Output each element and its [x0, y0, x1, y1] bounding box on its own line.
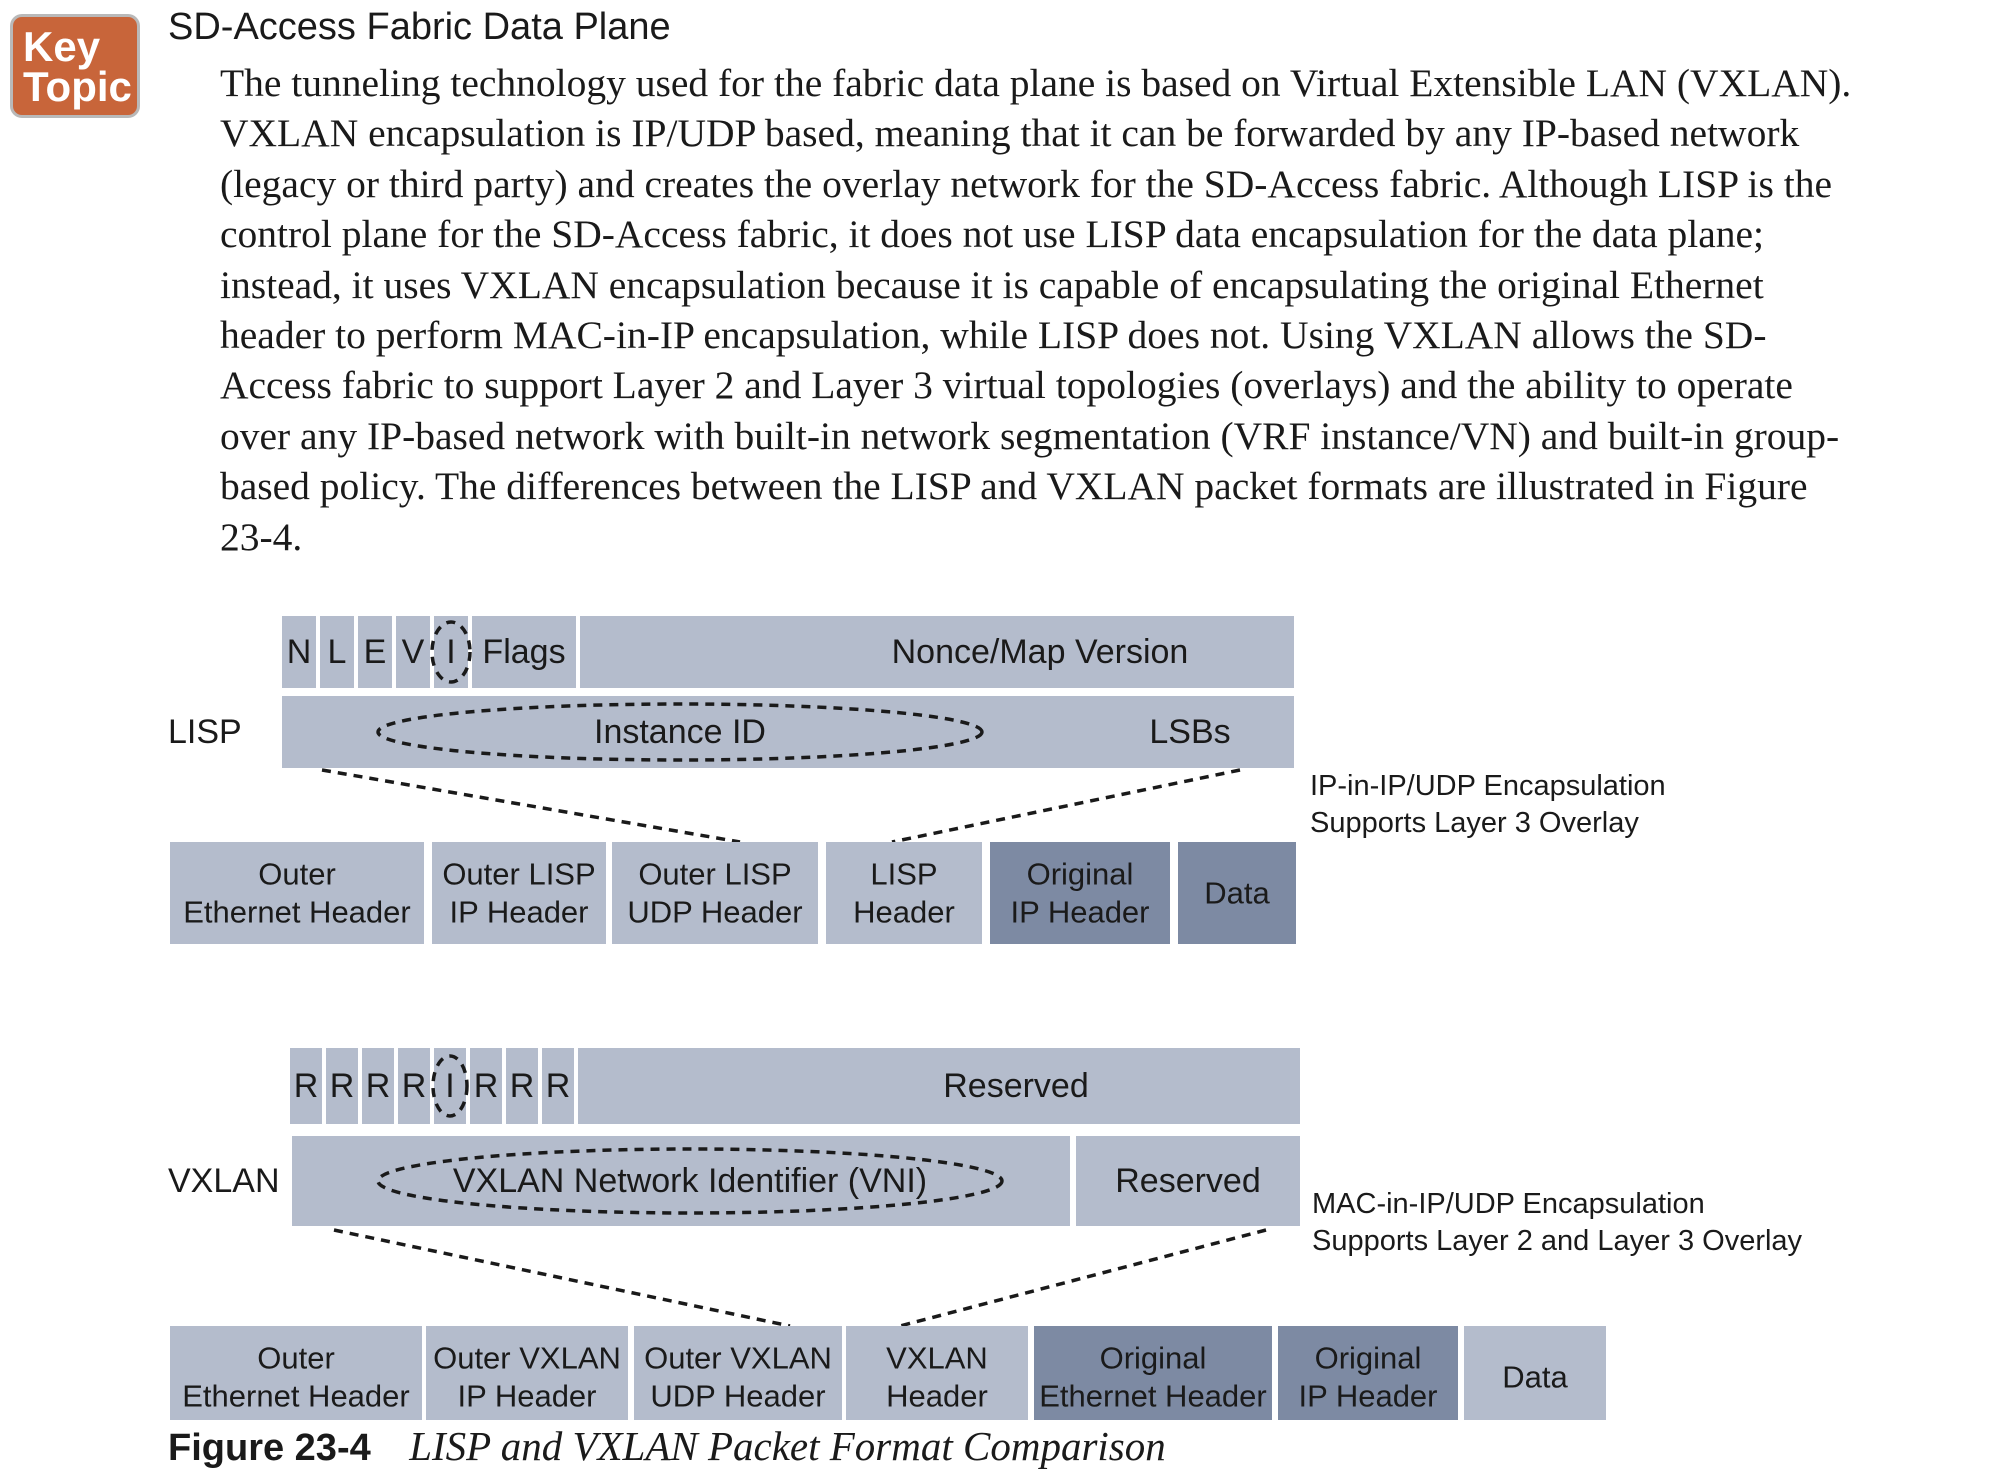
vxlan-flag-1: R [294, 1067, 319, 1105]
lisp-instance-id-highlight [376, 702, 984, 762]
lisp-packet-segment-5-label-line-2: IP Header [1010, 895, 1149, 930]
vxlan-note-line-2: Supports Layer 2 and Layer 3 Overlay [1312, 1225, 1803, 1257]
vxlan-packet-segment-3-label-line-2: UDP Header [650, 1379, 825, 1414]
vxlan-packet-segment-5-label-line-1: Original [1100, 1341, 1207, 1376]
lisp-flag-l: L [328, 633, 347, 671]
lisp-flag-box-n [282, 616, 316, 688]
lisp-flag-box-e [358, 616, 392, 688]
vxlan-vni-label: VXLAN Network Identifier (VNI) [453, 1162, 927, 1200]
vxlan-connector-right [899, 1228, 1267, 1328]
vxlan-i-flag-highlight [431, 1054, 469, 1118]
lisp-packet-segment-4-label-line-2: Header [853, 895, 955, 930]
vxlan-flag-6: R [474, 1067, 499, 1105]
lisp-nonce-label: Nonce/Map Version [892, 633, 1189, 671]
vxlan-flag-box-4 [398, 1048, 430, 1124]
lisp-packet-segment-5-label-line-1: Original [1027, 857, 1134, 892]
lisp-flags-box [472, 616, 576, 688]
vxlan-flag-box-3 [362, 1048, 394, 1124]
lisp-packet-segment-2-label-line-1: Outer LISP [442, 857, 595, 892]
lisp-packet-segment-4-label-line-1: LISP [870, 857, 937, 892]
lisp-flag-n: N [287, 633, 312, 671]
lisp-packet-segment-5 [990, 842, 1170, 944]
vxlan-flag-3: R [366, 1067, 391, 1105]
vxlan-packet-segment-5-label-line-2: Ethernet Header [1039, 1379, 1266, 1414]
lisp-flag-e: E [364, 633, 387, 671]
vxlan-reserved-bottom-label: Reserved [1115, 1162, 1261, 1200]
figure-caption: Figure 23-4 LISP and VXLAN Packet Format… [168, 1422, 1166, 1470]
lisp-packet-segment-1 [170, 842, 424, 944]
lisp-packet-segment-3 [612, 842, 818, 944]
vxlan-packet-segment-4-label-line-2: Header [886, 1379, 988, 1414]
vxlan-packet-segment-1-label-line-1: Outer [257, 1341, 335, 1376]
vxlan-packet-segment-1-label-line-2: Ethernet Header [182, 1379, 409, 1414]
vxlan-label: VXLAN [168, 1162, 280, 1200]
vxlan-vni-box [292, 1136, 1070, 1226]
lisp-i-flag-highlight [430, 620, 472, 684]
vxlan-packet-segment-6-label-line-2: IP Header [1298, 1379, 1437, 1414]
lisp-packet-segment-2-label-line-2: IP Header [449, 895, 588, 930]
lisp-packet-segment-4 [826, 842, 982, 944]
section-heading: SD-Access Fabric Data Plane [168, 6, 671, 48]
lisp-note-line-1: IP-in-IP/UDP Encapsulation [1310, 770, 1666, 802]
key-topic-badge: Key Topic [10, 14, 140, 118]
vxlan-note-line-1: MAC-in-IP/UDP Encapsulation [1312, 1188, 1705, 1220]
vxlan-packet-segment-4-label-line-1: VXLAN [886, 1341, 988, 1376]
lisp-note-line-2: Supports Layer 3 Overlay [1310, 807, 1639, 839]
key-topic-line1: Key [23, 23, 101, 70]
lisp-packet-segment-3-label-line-2: UDP Header [627, 895, 802, 930]
vxlan-packet-segment-2 [426, 1326, 628, 1420]
vxlan-flag-5: I [445, 1067, 454, 1105]
vxlan-flag-2: R [330, 1067, 355, 1105]
lisp-packet-segment-3-label-line-1: Outer LISP [638, 857, 791, 892]
body-paragraph: The tunneling technology used for the fa… [220, 61, 1852, 559]
vxlan-packet-segment-3-label-line-1: Outer VXLAN [644, 1341, 832, 1376]
figure-title: LISP and VXLAN Packet Format Comparison [409, 1423, 1166, 1469]
lisp-flag-box-v [396, 616, 430, 688]
lisp-flag-box-l [320, 616, 354, 688]
vxlan-packet-segment-5 [1034, 1326, 1272, 1420]
vxlan-packet-segment-3 [634, 1326, 842, 1420]
lisp-nonce-box [580, 616, 1294, 688]
vxlan-packet-segment-2-label-line-1: Outer VXLAN [433, 1341, 621, 1376]
vxlan-packet-segment-2-label-line-2: IP Header [457, 1379, 596, 1414]
lisp-packet-segment-6-label-line-1: Data [1204, 876, 1270, 911]
lisp-connector-right [891, 768, 1241, 844]
lisp-connector-left [321, 768, 741, 844]
vxlan-packet-segment-7-label-line-1: Data [1502, 1360, 1568, 1395]
vxlan-flag-8: R [546, 1067, 571, 1105]
vxlan-packet-segment-6-label-line-1: Original [1315, 1341, 1422, 1376]
lisp-instance-box [282, 696, 1294, 768]
vxlan-flag-box-7 [506, 1048, 538, 1124]
vxlan-packet-segment-6 [1278, 1326, 1458, 1420]
lisp-flags-label: Flags [482, 633, 565, 671]
lisp-flag-i: I [446, 633, 455, 671]
vxlan-reserved-bottom-box [1076, 1136, 1300, 1226]
vxlan-packet-segment-4 [846, 1326, 1028, 1420]
lisp-packet-segment-2 [432, 842, 606, 944]
vxlan-flag-7: R [510, 1067, 535, 1105]
lisp-lsbs-label: LSBs [1149, 713, 1230, 751]
vxlan-packet-segment-1 [170, 1326, 422, 1420]
vxlan-connector-left [333, 1228, 791, 1328]
lisp-flag-v: V [402, 633, 425, 671]
lisp-packet-segment-6 [1178, 842, 1296, 944]
vxlan-packet-segment-7 [1464, 1326, 1606, 1420]
vxlan-reserved-top-box [578, 1048, 1300, 1124]
figure-label: Figure 23-4 [168, 1427, 371, 1469]
vxlan-flag-box-1 [290, 1048, 322, 1124]
lisp-packet-segment-1-label-line-1: Outer [258, 857, 336, 892]
vxlan-flag-box-2 [326, 1048, 358, 1124]
lisp-instance-id-label: Instance ID [594, 713, 766, 751]
vxlan-reserved-top-label: Reserved [943, 1067, 1089, 1105]
vxlan-flag-4: R [402, 1067, 427, 1105]
vxlan-flag-box-8 [542, 1048, 574, 1124]
key-topic-line2: Topic [23, 63, 132, 110]
lisp-packet-segment-1-label-line-2: Ethernet Header [183, 895, 410, 930]
vxlan-flag-box-6 [470, 1048, 502, 1124]
lisp-label: LISP [168, 713, 242, 751]
vxlan-vni-highlight [376, 1147, 1004, 1215]
